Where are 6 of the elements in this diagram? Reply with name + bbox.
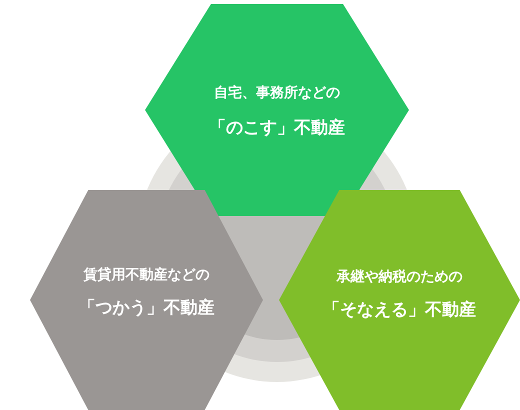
- category-title: 「そなえる」不動産: [323, 300, 476, 320]
- category-title: 「のこす」不動産: [209, 118, 345, 138]
- category-description: 賃貸用不動産などの: [84, 267, 210, 283]
- category-title: 「つかう」不動産: [78, 298, 214, 318]
- category-description: 自宅、事務所などの: [214, 85, 340, 101]
- category-description: 承継や納税のための: [336, 269, 462, 285]
